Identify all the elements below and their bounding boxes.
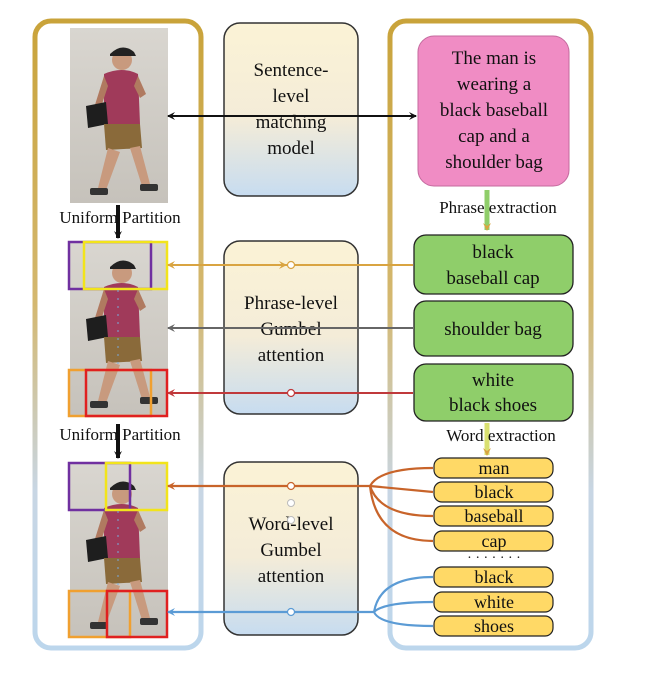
phrase-extraction-label: Phrase extraction <box>439 198 557 217</box>
word-model-line: attention <box>258 566 325 587</box>
sentence-text-box <box>417 35 570 187</box>
word-label: baseball <box>465 506 524 526</box>
phrase-box-3 <box>413 363 574 422</box>
phrase-2-line: shoulder bag <box>444 319 542 340</box>
sentence-model-line: Sentence- <box>254 60 329 81</box>
sentence-line: black baseball <box>440 100 548 121</box>
word-label: shoes <box>474 616 514 636</box>
right-frame <box>387 18 594 651</box>
left-frame <box>32 18 204 651</box>
phrase-model-line: Gumbel <box>260 319 321 340</box>
word-pill <box>433 457 554 479</box>
sentence-line: cap and a <box>458 126 530 147</box>
word-pill <box>433 566 554 588</box>
sentence-model-line: level <box>273 86 310 107</box>
word-label: black <box>475 567 514 587</box>
phrase-1-line: black <box>472 242 514 263</box>
sentence-line: shoulder bag <box>445 152 543 173</box>
word-pill <box>433 530 554 552</box>
uniform-partition-label-2: Uniform Partition <box>59 425 181 444</box>
word-pill <box>433 615 554 637</box>
word-model-line: Gumbel <box>260 540 321 561</box>
sentence-line: wearing a <box>457 74 532 95</box>
phrase-3-line: black shoes <box>449 395 537 416</box>
word-pill <box>433 505 554 527</box>
word-pill <box>433 481 554 503</box>
sentence-model-line: model <box>267 138 315 159</box>
phrase-model-line: attention <box>258 345 325 366</box>
word-model-box <box>223 461 359 636</box>
ellipsis: · · · · · · · <box>467 551 521 566</box>
word-model-text: Word-level Gumbel attention <box>249 514 334 587</box>
sentence-model-text: Sentence- level matching model <box>254 60 329 159</box>
phrase-1-line: baseball cap <box>446 268 539 289</box>
word-model-line: Word-level <box>249 514 334 535</box>
phrase-model-line: Phrase-level <box>244 293 338 314</box>
uniform-partition-label-1: Uniform Partition <box>59 208 181 227</box>
sentence-line: The man is <box>452 48 536 69</box>
word-extraction-label: Word extraction <box>446 426 556 445</box>
part-rect-purple-2 <box>67 461 132 512</box>
word-connector-blue <box>168 575 434 628</box>
phrase-3-line: white <box>472 370 514 391</box>
phrase-box-1 <box>413 234 574 295</box>
word-label: cap <box>482 531 507 551</box>
word-label: black <box>475 482 514 502</box>
phrase-box-2 <box>413 300 574 357</box>
person-image-3 <box>70 462 168 637</box>
word-connector-rust <box>168 466 434 543</box>
phrase-model-text: Phrase-level Gumbel attention <box>244 293 338 366</box>
sentence-model-line: matching <box>256 112 327 133</box>
sentence-model-box <box>223 22 359 197</box>
word-label: white <box>474 592 514 612</box>
person-image-1 <box>70 28 168 203</box>
word-label: man <box>479 458 510 478</box>
word-pill <box>433 591 554 613</box>
part-rect-orange-2 <box>67 589 132 639</box>
